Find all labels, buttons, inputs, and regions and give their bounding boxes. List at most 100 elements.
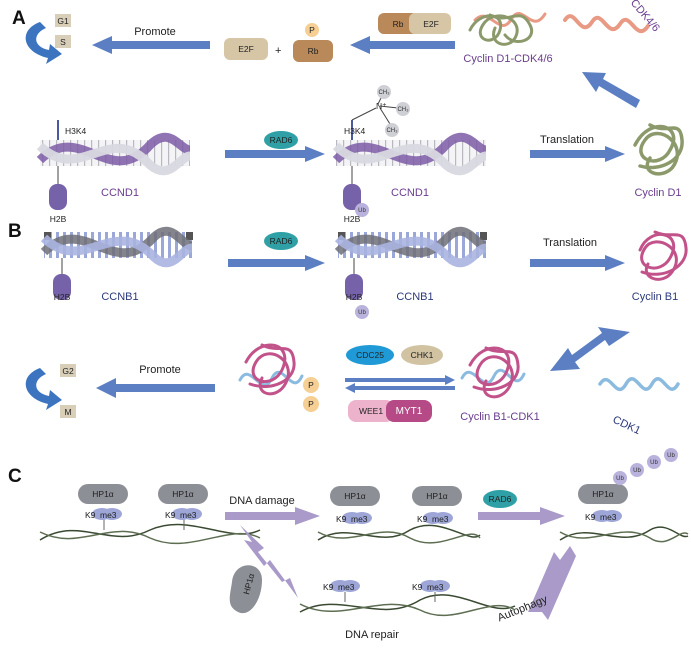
- e2f-bound-label: E2F: [423, 19, 439, 29]
- promote-label-b: Promote: [139, 364, 181, 376]
- ub-label-b: Ub: [358, 310, 366, 316]
- translation-arrow-a: [530, 146, 625, 162]
- cdc25-blob: [346, 345, 394, 365]
- chromatin-ubiquitinated: [559, 448, 689, 543]
- h3k4-label-left: H3K4: [65, 126, 87, 136]
- cyclin-b1-protein: [638, 230, 688, 281]
- me3-label-1: me3: [100, 510, 117, 520]
- dna-repair-arrow: [240, 525, 298, 598]
- panel-a-letter: A: [12, 8, 26, 29]
- cyclin-d1-cdk46-label: Cyclin D1-CDK4/6: [463, 53, 552, 65]
- e2f-free-box: [224, 38, 268, 60]
- promote-arrow-a: [92, 36, 210, 54]
- cyclin-b1-cdk1-phospho-complex: [238, 343, 304, 396]
- e2f-bound-box: [409, 13, 451, 34]
- plus-sign: +: [275, 45, 281, 57]
- hp1a-label-1: HP1α: [92, 489, 114, 499]
- cyclin-d1-label: Cyclin D1: [634, 187, 681, 199]
- rad6-blob-c: [483, 490, 517, 508]
- h2b-label-a-right: H2B: [344, 214, 361, 224]
- cell-cycle-arrow-g1-s: [25, 14, 71, 64]
- ub-chain-label-1: Ub: [616, 476, 624, 482]
- k9-label-1: K9: [85, 510, 96, 520]
- rb-bound-box: [378, 13, 418, 34]
- k9-label-3: K9: [336, 514, 347, 524]
- rad6-blob-a: [264, 131, 298, 149]
- e2f-free-label: E2F: [238, 44, 254, 54]
- myt1-label: MYT1: [396, 406, 423, 417]
- hp1a-label-2: HP1α: [172, 489, 194, 499]
- promote-label-a: Promote: [134, 26, 176, 38]
- wee1-myt1-arrow: [345, 383, 455, 393]
- phase-m-label: M: [64, 407, 71, 417]
- rad6-blob-b: [264, 232, 298, 250]
- phase-s-label: S: [60, 37, 66, 47]
- k9-label-6: K9: [323, 582, 334, 592]
- phospho-circle-rb: [305, 23, 319, 37]
- rb-phospho-box: [293, 40, 333, 62]
- hp1a-label-3: HP1α: [344, 491, 366, 501]
- ccnb1-right-label: CCNB1: [396, 291, 433, 303]
- k9-label-4: K9: [417, 514, 428, 524]
- chk1-blob: [401, 345, 443, 365]
- dna-damage-arrow: [225, 507, 320, 525]
- methyl-label-3: CH₃: [386, 128, 398, 134]
- wee1-box: [348, 400, 394, 422]
- cdk1-protein: [598, 377, 680, 392]
- me3-label-4: me3: [432, 514, 449, 524]
- rad6-arrow-c: [478, 507, 565, 525]
- phospho-label-b1: P: [308, 380, 314, 390]
- hp1a-label-4: HP1α: [426, 491, 448, 501]
- chk1-label: CHK1: [411, 350, 434, 360]
- ccnd1-dna-right: [332, 85, 488, 217]
- ccnd1-left-label: CCND1: [101, 187, 139, 199]
- rad6-label-b: RAD6: [270, 236, 293, 246]
- chromatin-repaired: [299, 580, 516, 617]
- cdk1-join-arrow: [550, 327, 630, 371]
- ccnb1-dna-left: [40, 226, 194, 300]
- hp1a-free-protein: [229, 565, 262, 614]
- methyl-label-2: CH₃: [397, 107, 409, 113]
- myt1-box: [386, 400, 432, 422]
- translation-arrow-b: [530, 255, 625, 271]
- h2b-label-a-left: H2B: [50, 214, 67, 224]
- methyl-label-1: CH₃: [378, 90, 390, 96]
- phase-g2-label: G2: [62, 366, 74, 376]
- cyclin-b1-cdk1-complex: [460, 346, 526, 399]
- cdk1-label: CDK1: [611, 414, 643, 437]
- phospho-label-rb: P: [309, 25, 315, 35]
- h2b-label-b-right: H2B: [346, 292, 363, 302]
- cyclin-d1-cdk46-complex: [468, 12, 547, 46]
- h3k4-label-right: H3K4: [344, 126, 366, 136]
- rb-bound-label: Rb: [393, 19, 404, 29]
- me3-label-2: me3: [180, 510, 197, 520]
- chromatin-middle-pair: [317, 486, 481, 544]
- rad6-arrow-a: [225, 146, 325, 162]
- autophagy-arrow: [528, 546, 576, 620]
- cdk46-join-arrow: [582, 72, 640, 108]
- k9-label-7: K9: [412, 582, 423, 592]
- cyclin-b1-label: Cyclin B1: [632, 291, 678, 303]
- cell-cycle-arrow-g2-m: [25, 364, 76, 418]
- rad6-arrow-b: [228, 255, 325, 271]
- chromatin-left-pair: [39, 484, 261, 545]
- phospho-circle-2: [303, 396, 319, 412]
- promote-arrow-b: [96, 378, 215, 398]
- cdk46-phospho-arrow: [350, 36, 455, 54]
- wee1-label: WEE1: [359, 406, 383, 416]
- cyclin-b1-cdk1-label: Cyclin B1-CDK1: [460, 411, 539, 423]
- k9-label-5: K9: [585, 512, 596, 522]
- n-plus-label: N⁺: [376, 101, 387, 111]
- phospho-label-b2: P: [308, 399, 314, 409]
- phospho-circle-1: [303, 377, 319, 393]
- cdc25-chk1-arrow: [345, 375, 455, 385]
- hp1a-label-5: HP1α: [592, 489, 614, 499]
- rb-phospho-label: Rb: [308, 46, 319, 56]
- k9-label-2: K9: [165, 510, 176, 520]
- ub-chain-label-2: Ub: [633, 468, 641, 474]
- cdc25-label: CDC25: [356, 350, 384, 360]
- dna-repair-label: DNA repair: [345, 629, 399, 641]
- rad6-label-a: RAD6: [270, 135, 293, 145]
